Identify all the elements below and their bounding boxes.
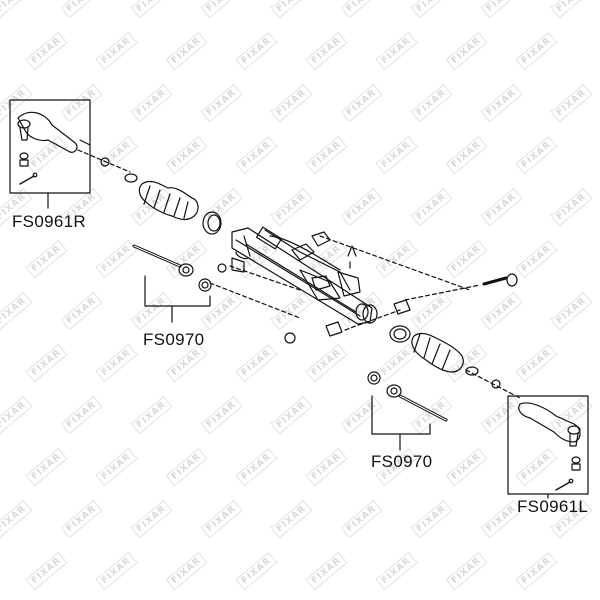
part-label-fs0970-right: FS0970 [371, 452, 433, 471]
tie-rod-end-right [17, 111, 78, 185]
bracket-fs0970-right [371, 395, 431, 435]
part-label-fs0970-left: FS0970 [143, 330, 205, 349]
bushing-left-1 [217, 263, 227, 273]
inner-tie-rod-right [367, 371, 448, 422]
clip-left [465, 366, 479, 376]
boot-left [411, 332, 464, 373]
part-label-fs0961r: FS0961R [12, 212, 86, 231]
steering-rack-housing [231, 226, 378, 325]
clip-right [124, 173, 138, 183]
bushing-left-2 [231, 257, 245, 273]
mount-bushing-bottom [325, 321, 343, 337]
clamp-right [202, 211, 222, 235]
tie-rod-end-left [518, 402, 581, 491]
right-guide-line [77, 149, 131, 173]
nut-right [100, 157, 110, 167]
inner-tie-rod-left [132, 244, 212, 292]
clamp-left [389, 325, 411, 343]
tie-rod-end-right-box [9, 99, 91, 194]
mount-bolt [482, 276, 508, 286]
bracket-fs0970-left [144, 275, 211, 307]
mount-bolt-nut [284, 332, 296, 344]
mount-bushing-right [393, 299, 411, 315]
boot-right [138, 180, 199, 221]
mount-bushing-top [311, 231, 331, 247]
part-label-fs0961l: FS0961L [517, 497, 589, 516]
